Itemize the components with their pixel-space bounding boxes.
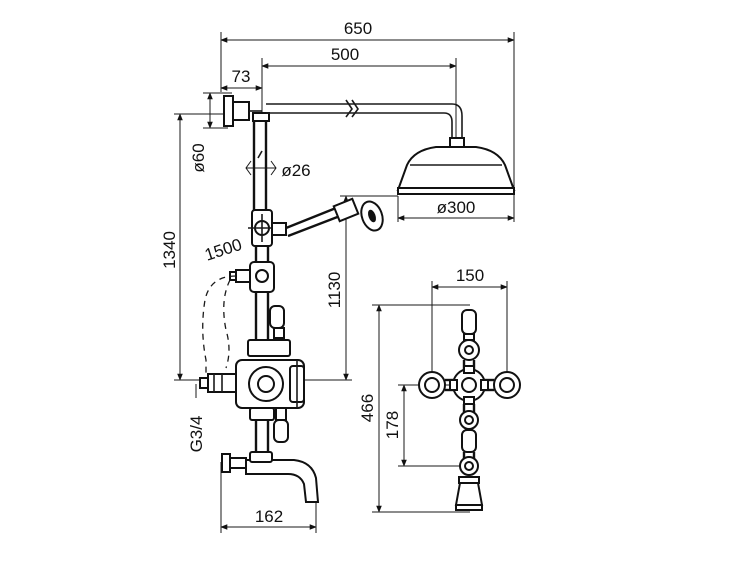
side-view <box>199 95 516 503</box>
label-riser-diameter: ø26 <box>281 161 310 180</box>
label-spout-projection: 162 <box>255 507 283 526</box>
label-head-reach: 500 <box>331 45 359 64</box>
dimension-lines <box>174 32 515 533</box>
front-view <box>418 309 521 511</box>
label-inlet-to-spout: 178 <box>383 411 402 439</box>
label-wall-flange: ø60 <box>189 143 208 172</box>
label-wall-offset: 73 <box>232 67 251 86</box>
label-valve-height: 466 <box>358 394 377 422</box>
label-head-height: 1130 <box>325 272 344 309</box>
label-head-diameter: ø300 <box>437 198 476 217</box>
label-hose-length: 1500 <box>202 235 244 265</box>
label-inlet-thread: G3/4 <box>187 416 206 453</box>
dimension-labels: 650 500 73 ø60 ø26 1500 1340 1130 ø300 G… <box>160 19 484 526</box>
label-overall-height: 1340 <box>160 231 179 269</box>
label-inlet-centres: 150 <box>456 266 484 285</box>
label-overall-width: 650 <box>344 19 372 38</box>
